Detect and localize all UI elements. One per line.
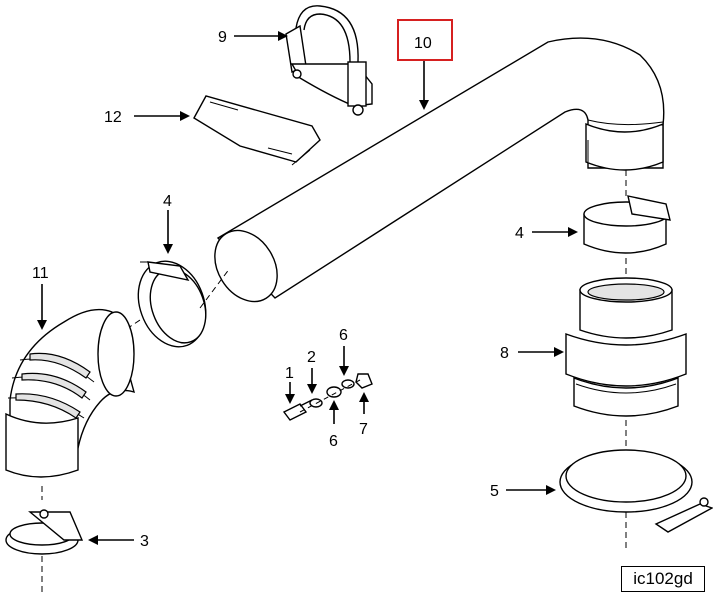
part-9-u-bolt [285, 5, 373, 116]
callout-label-7: 7 [359, 421, 368, 438]
callout-label-5: 5 [490, 483, 499, 500]
part-8-coupling [565, 277, 687, 450]
part-4-clamp-left [109, 260, 231, 348]
callout-label-11: 11 [32, 265, 49, 282]
figure-code: ic102gd [621, 566, 705, 592]
callout-label-6-upper: 6 [339, 327, 348, 344]
callout-label-4-left: 4 [163, 193, 172, 210]
callout-label-1: 1 [285, 365, 294, 382]
callout-label-6-lower: 6 [329, 433, 338, 450]
part-10-pipe [214, 37, 665, 303]
callout-label-10: 10 [414, 35, 432, 52]
part-11-elbow [5, 308, 136, 500]
part-3-clamp-bottom [5, 509, 84, 594]
part-12-bracket [193, 95, 321, 166]
hardware-fasteners [282, 373, 373, 421]
callout-label-12: 12 [104, 109, 122, 126]
callout-label-4-right: 4 [515, 225, 524, 242]
callout-label-2: 2 [307, 349, 316, 366]
callout-label-3: 3 [140, 533, 149, 550]
callout-arrows [37, 31, 578, 545]
part-4-clamp-right [583, 195, 671, 284]
highlight-box-10 [397, 19, 453, 61]
callout-label-8: 8 [500, 345, 509, 362]
part-5-band-clamp [559, 449, 713, 548]
callout-label-9: 9 [218, 29, 227, 46]
